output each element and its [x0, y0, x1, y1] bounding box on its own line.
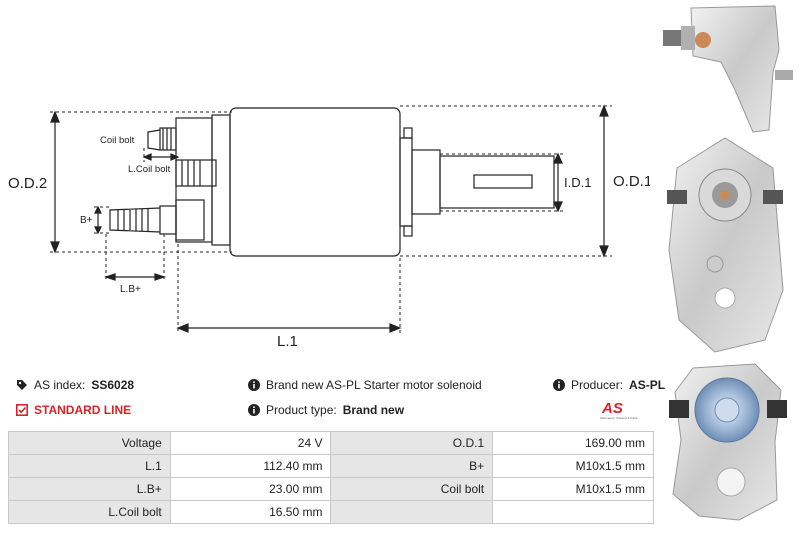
standard-line-label: STANDARD LINE: [34, 403, 132, 417]
l1-label: L.1: [277, 333, 298, 350]
spec-value: M10x1.5 mm: [492, 454, 654, 478]
od2-label: O.D.2: [8, 175, 47, 192]
spec-key: L.B+: [8, 477, 171, 501]
spec-value: 112.40 mm: [169, 454, 332, 478]
table-row: Voltage 24 V O.D.1 169.00 mm: [8, 431, 654, 455]
solenoid-body: [229, 107, 401, 257]
photo-front-view: [667, 137, 784, 353]
bplus-label: B+: [80, 215, 93, 226]
as-pl-logo: AS Alternators, Starters & Parts: [600, 400, 638, 420]
producer: Producer: AS-PL: [553, 378, 665, 392]
table-row: L.Coil bolt 16.50 mm: [8, 500, 654, 524]
producer-value: AS-PL: [629, 378, 666, 392]
spec-key: Coil bolt: [330, 477, 494, 501]
od1-label: O.D.1: [613, 173, 650, 190]
photo-side-view: [663, 5, 793, 133]
description-text: Brand new AS-PL Starter motor solenoid: [266, 378, 482, 392]
checkbox-check-icon: [16, 404, 28, 416]
l-coil-bolt-label: L.Coil bolt: [128, 164, 171, 175]
lb-label: L.B+: [120, 284, 141, 295]
spec-key: Voltage: [8, 431, 171, 455]
spec-key: L.1: [8, 454, 171, 478]
standard-line: STANDARD LINE: [16, 403, 131, 417]
spec-value: 16.50 mm: [169, 500, 332, 524]
info-icon: [553, 379, 565, 391]
spec-key: O.D.1: [330, 431, 494, 455]
description: Brand new AS-PL Starter motor solenoid: [248, 378, 482, 392]
spec-value: M10x1.5 mm: [492, 477, 654, 501]
logo-tagline: Alternators, Starters & Parts: [600, 416, 638, 420]
id1-label: I.D.1: [564, 175, 591, 190]
photo-rear-view: [669, 363, 787, 521]
spec-value: [492, 500, 654, 524]
spec-value: 169.00 mm: [492, 431, 654, 455]
producer-label: Producer:: [571, 378, 624, 392]
as-index-value: SS6028: [91, 378, 135, 392]
spec-value: 23.00 mm: [169, 477, 332, 501]
logo-text: AS: [601, 400, 623, 417]
spec-key: L.Coil bolt: [8, 500, 171, 524]
spec-key: B+: [330, 454, 494, 478]
technical-drawing: O.D.2 O.D.1 I.D.1 L.1 L.B+ B+ Coil bolt …: [8, 104, 650, 350]
table-row: L.B+ 23.00 mm Coil bolt M10x1.5 mm: [8, 477, 654, 501]
plunger-housing: [399, 137, 413, 227]
spec-key: [330, 500, 494, 524]
left-flange: [211, 114, 231, 246]
coil-bolt-label: Coil bolt: [100, 135, 135, 146]
table-row: L.1 112.40 mm B+ M10x1.5 mm: [8, 454, 654, 478]
product-photos: [663, 5, 793, 521]
spec-value: 24 V: [169, 431, 332, 455]
info-icon: [248, 379, 260, 391]
specs-table: Voltage 24 V O.D.1 169.00 mm L.1 112.40 …: [8, 431, 654, 524]
as-index-label: AS index:: [34, 378, 86, 392]
as-index: AS index: SS6028: [16, 378, 134, 392]
tag-icon: [17, 380, 27, 390]
product-type-value: Brand new: [342, 403, 405, 417]
product-type: Product type: Brand new: [248, 403, 404, 417]
product-type-label: Product type:: [266, 403, 337, 417]
info-icon: [248, 404, 260, 416]
